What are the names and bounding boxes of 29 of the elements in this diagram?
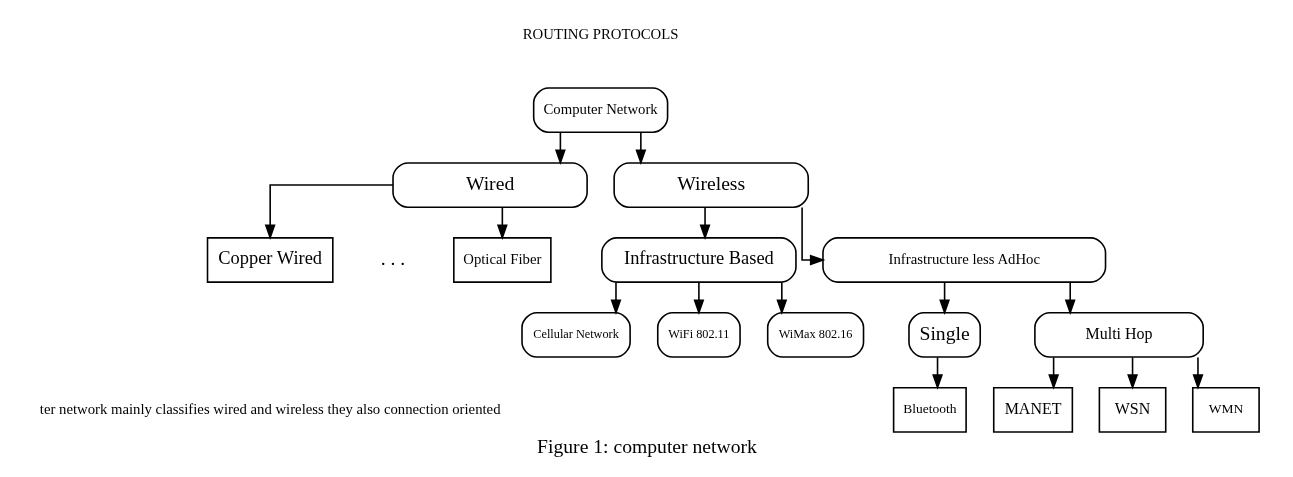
node-box: WSN [1098,386,1166,433]
node-box: Cellular Network [520,312,631,358]
arrow [264,184,394,240]
arrow [634,131,646,165]
arrow [775,281,787,315]
node-box: Wireless [612,162,809,208]
arrow [610,281,621,315]
node-box: WiFi 802.11 [656,312,741,358]
arrow [1192,356,1203,390]
caption: Figure 1: computer network [536,434,757,457]
arrow [692,281,704,315]
node-box: Multi Hop [1033,312,1204,358]
arrow [699,206,710,240]
node-box: Infrastructure Based [600,237,797,283]
node-box: WMN [1191,386,1260,433]
node-box: Infrastructure less AdHoc [821,237,1106,283]
node-box: Copper Wired [206,237,334,283]
node-box: Bluetooth [892,386,967,433]
node-box: MANET [992,386,1073,433]
node-box: Single [907,312,981,358]
node-box: WiMax 802.16 [766,312,864,358]
arrow [800,206,825,266]
label: ter network mainly classifies wired and wireless they also connection oriented [39,400,501,417]
node-box: Computer Network [532,87,668,134]
arrow [1064,281,1076,315]
node-box: Wired [391,162,588,208]
label: ROUTING PROTOCOLS [522,26,678,42]
node-box: Optical Fiber [452,237,552,283]
label: . . . [380,246,405,269]
